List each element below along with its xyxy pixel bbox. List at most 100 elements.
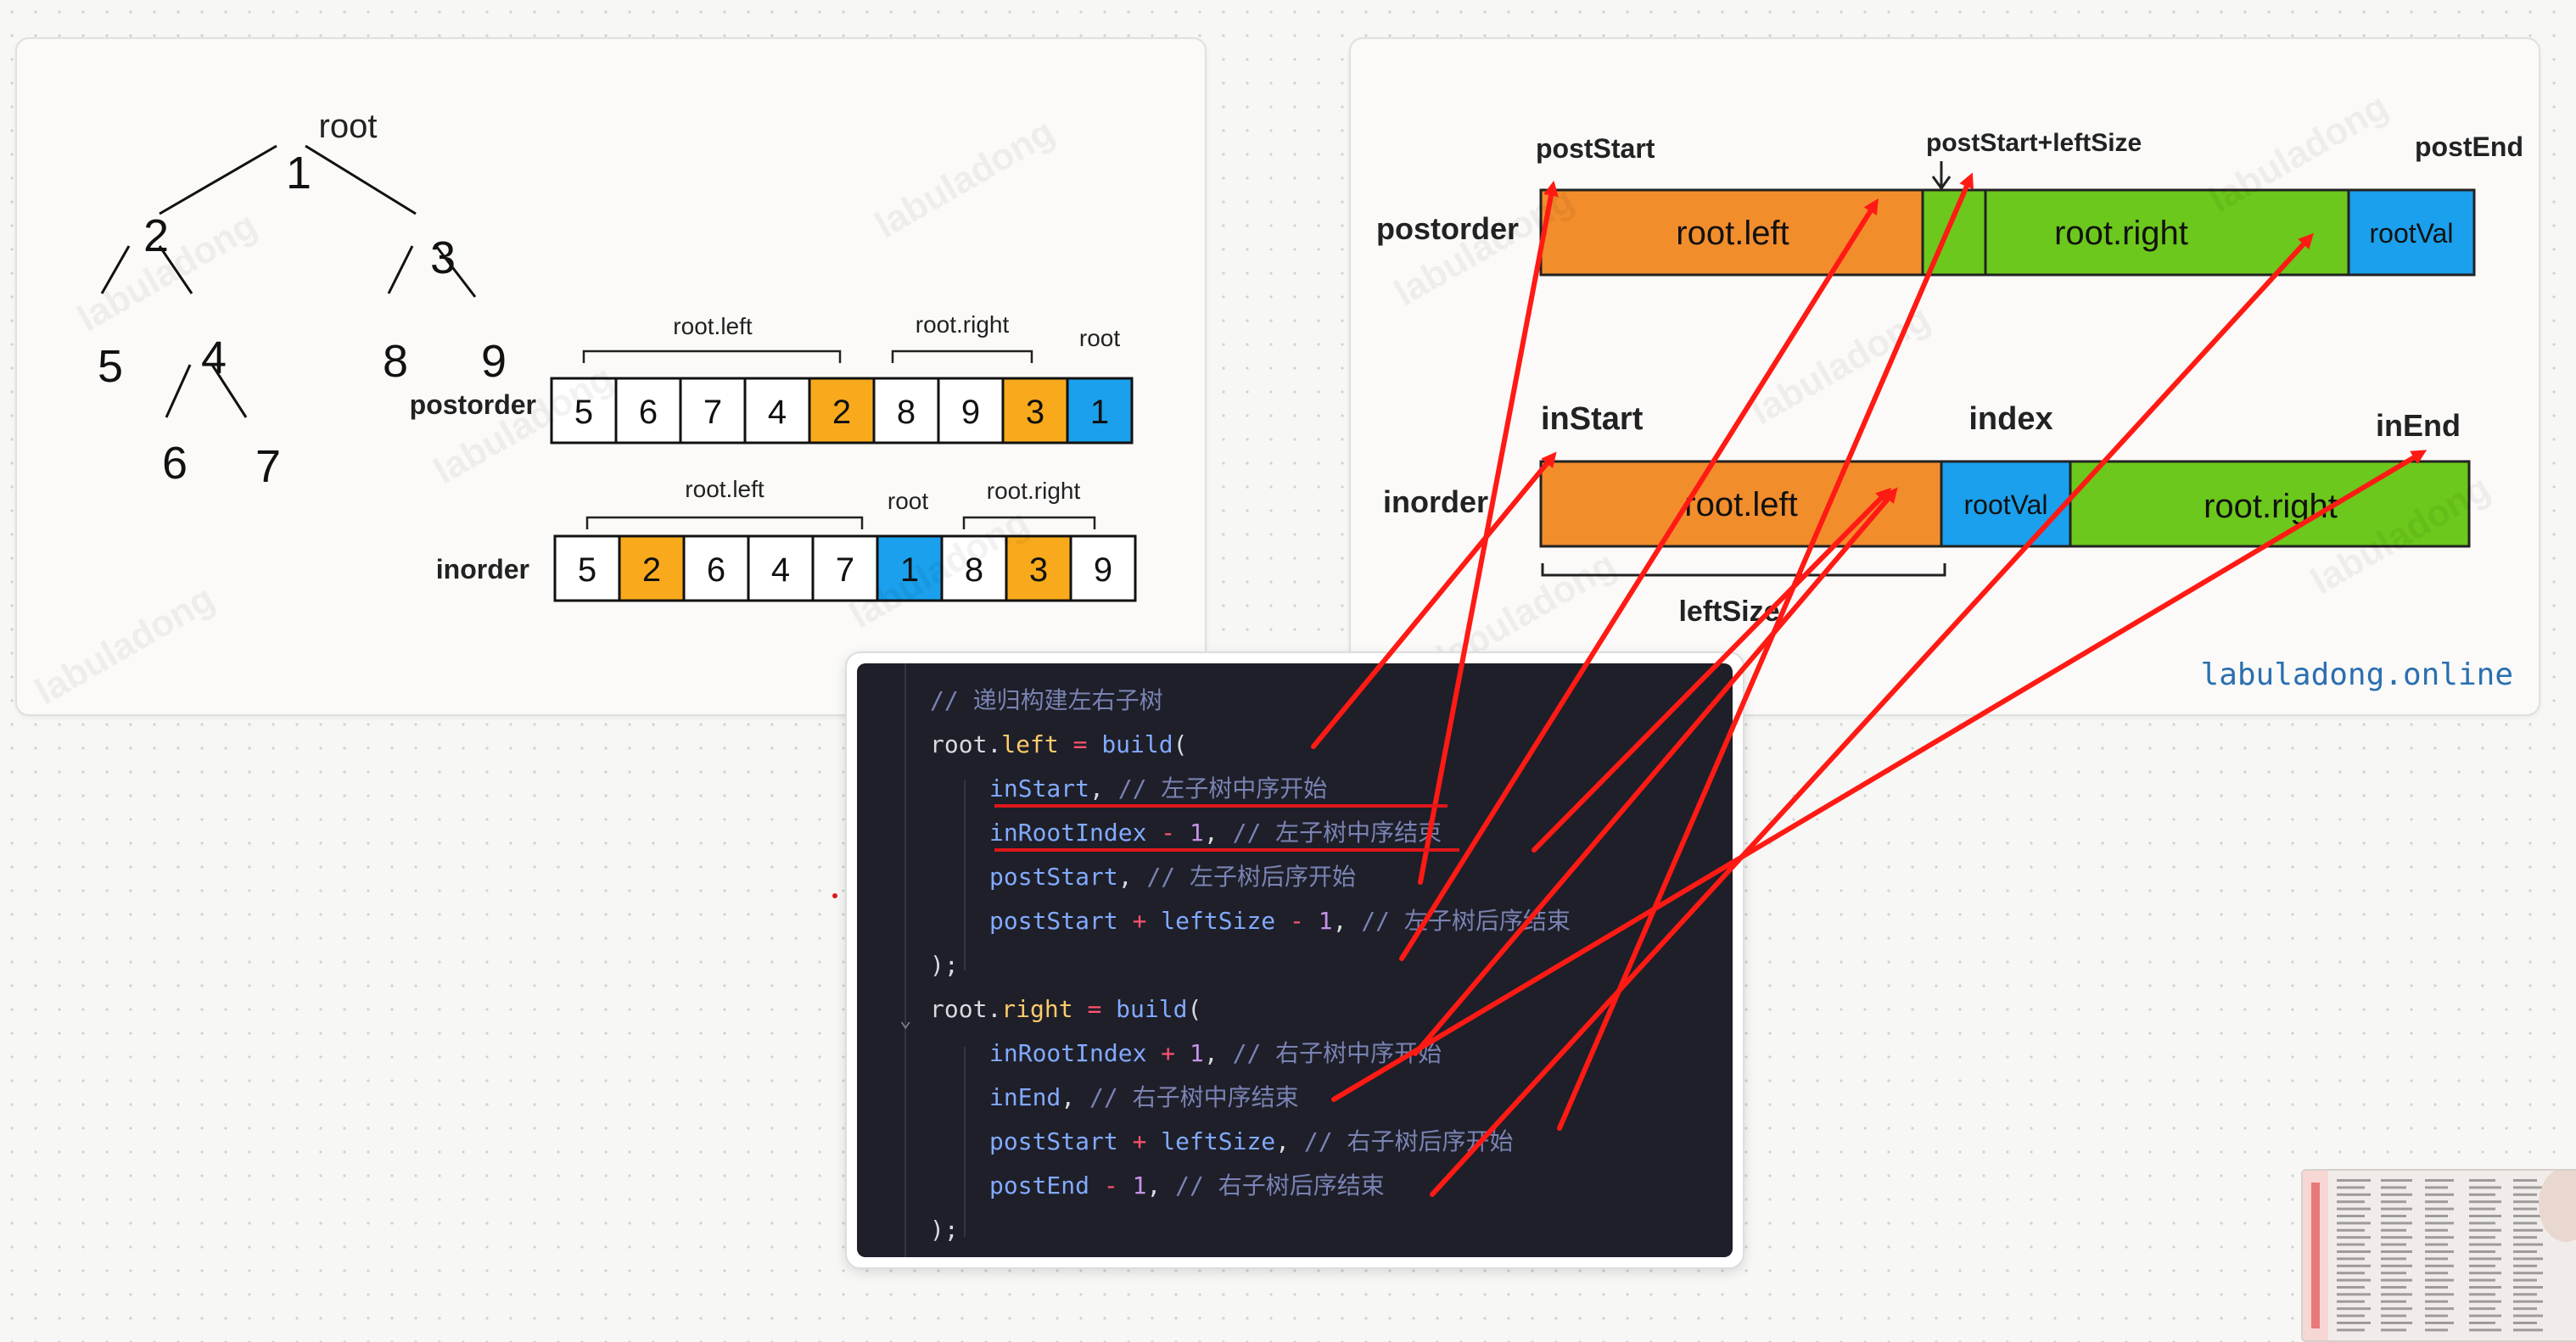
postorder-cell-value: 3 xyxy=(1026,394,1044,431)
inorder-cell xyxy=(747,534,815,602)
code-token: // 左子树后序开始 xyxy=(1146,863,1357,891)
code-token: root xyxy=(930,730,988,758)
document-thumbnail[interactable] xyxy=(2301,1169,2576,1342)
code-line: postStart + leftSize, // 右子树后序开始 xyxy=(989,1120,1513,1164)
in-brace-left-label: root.left xyxy=(685,476,764,502)
post-brace-right-label: root.right xyxy=(916,311,1010,338)
tree-node: 6 xyxy=(162,438,188,489)
tree-node: 1 xyxy=(286,148,311,199)
postorder-cell-value: 9 xyxy=(961,394,980,431)
code-token: // 左子树中序结束 xyxy=(1232,819,1442,847)
post-seg-left-label: root.left xyxy=(1676,215,1789,252)
tree-node: 3 xyxy=(430,232,456,283)
code-token: ( xyxy=(1173,730,1188,758)
in-brace-right-label: root.right xyxy=(987,478,1081,504)
postorder-cell-value: 8 xyxy=(897,394,916,431)
inorder-cell xyxy=(811,534,879,602)
marker-post-mid: postStart+leftSize xyxy=(1926,129,2142,157)
code-token: left xyxy=(1001,730,1059,758)
code-token: , xyxy=(1275,1127,1304,1155)
index-diagram-card[interactable]: labuladong labuladong labuladong labulad… xyxy=(1349,37,2540,716)
code-token: , xyxy=(1332,907,1362,935)
in-root-tag: root xyxy=(888,488,928,514)
inorder-label: inorder xyxy=(1383,484,1488,519)
code-token: 1 xyxy=(1132,1171,1147,1199)
code-token: inStart xyxy=(989,774,1090,802)
code-token: , xyxy=(1203,1039,1233,1067)
postorder-cell xyxy=(550,377,618,445)
code-line: ); xyxy=(930,943,959,987)
code-line: inRootIndex + 1, // 右子树中序开始 xyxy=(989,1032,1442,1076)
marker-in-start: inStart xyxy=(1541,401,1644,437)
code-line: inRootIndex - 1, // 左子树中序结束 xyxy=(989,811,1442,855)
tree-node: 9 xyxy=(481,336,507,387)
code-token: leftSize xyxy=(1161,907,1276,935)
postorder-cell-value: 1 xyxy=(1090,394,1109,431)
code-token: ( xyxy=(1187,995,1202,1023)
code-line: postEnd - 1, // 右子树后序结束 xyxy=(989,1164,1385,1208)
inorder-cell xyxy=(682,534,750,602)
code-token: // 左子树后序结束 xyxy=(1361,907,1571,935)
code-token: . xyxy=(987,730,1002,758)
code-token: , xyxy=(1061,1083,1090,1111)
code-token: // 递归构建左右子树 xyxy=(930,686,1163,714)
code-token: + xyxy=(1146,1039,1190,1067)
tree-diagram-card[interactable]: labuladong labuladong labuladong labulad… xyxy=(15,37,1207,716)
code-token: 1 xyxy=(1190,1039,1204,1067)
code-token: 1 xyxy=(1318,907,1333,935)
code-token: ); xyxy=(930,1216,959,1244)
site-url[interactable]: labuladong.online xyxy=(2200,657,2513,692)
code-token: inRootIndex xyxy=(989,1039,1147,1067)
postorder-cell-value: 6 xyxy=(639,394,658,431)
code-token: - xyxy=(1146,819,1190,847)
inorder-cell xyxy=(1069,534,1137,602)
code-token: , xyxy=(1117,863,1147,891)
marker-in-end: inEnd xyxy=(2376,408,2461,443)
code-token: build xyxy=(1101,730,1173,758)
code-token: postEnd xyxy=(989,1171,1090,1199)
code-token: , xyxy=(1089,774,1118,802)
code-token: = xyxy=(1072,995,1117,1023)
code-token: . xyxy=(987,995,1002,1023)
code-token: leftSize xyxy=(1161,1127,1276,1155)
inorder-cell-value: 8 xyxy=(965,551,983,589)
post-seg-root xyxy=(2347,188,2476,277)
code-token: - xyxy=(1089,1171,1133,1199)
code-token: right xyxy=(1001,995,1073,1023)
tree-node: 8 xyxy=(383,336,408,387)
postorder-label: postorder xyxy=(410,389,536,420)
post-seg-right-label: root.right xyxy=(2054,215,2188,252)
code-line: inStart, // 左子树中序开始 xyxy=(989,767,1327,811)
marker-post-end: postEnd xyxy=(2415,131,2523,162)
post-brace-left-label: root.left xyxy=(673,313,753,339)
postorder-cell-value: 2 xyxy=(832,394,851,431)
code-token: = xyxy=(1058,730,1102,758)
tree-node: 2 xyxy=(143,210,169,261)
inorder-label: inorder xyxy=(436,554,529,584)
inorder-cell-value: 1 xyxy=(900,551,919,589)
postorder-cell-value: 5 xyxy=(574,394,593,431)
inorder-cell-value: 5 xyxy=(578,551,596,589)
code-token: , xyxy=(1203,819,1233,847)
in-seg-root-label: rootVal xyxy=(1963,489,2047,520)
code-token: - xyxy=(1275,907,1319,935)
code-token: // 右子树后序结束 xyxy=(1175,1171,1385,1199)
chevron-down-icon[interactable]: ⌄ xyxy=(899,1008,912,1032)
postorder-cell-value: 7 xyxy=(703,394,722,431)
post-seg-root-label: rootVal xyxy=(2369,218,2453,249)
marker-post-start: postStart xyxy=(1536,133,1655,164)
inorder-cell-value: 3 xyxy=(1029,551,1048,589)
tree-root-label: root xyxy=(319,108,378,145)
postorder-cell xyxy=(1001,377,1069,445)
code-token: root xyxy=(930,995,988,1023)
code-token: + xyxy=(1117,1127,1162,1155)
code-line: ); xyxy=(930,1208,959,1252)
code-line: root.left = build( xyxy=(930,723,1187,767)
code-token: 1 xyxy=(1190,819,1204,847)
code-line: inEnd, // 右子树中序结束 xyxy=(989,1076,1299,1120)
postorder-cell xyxy=(1066,377,1134,445)
inorder-cell-value: 4 xyxy=(771,551,790,589)
